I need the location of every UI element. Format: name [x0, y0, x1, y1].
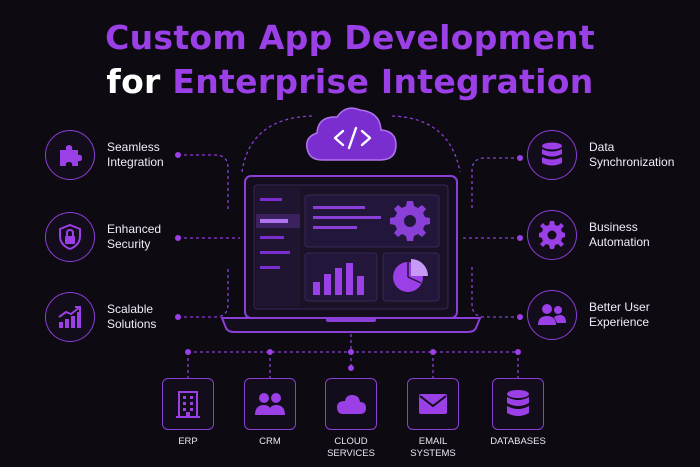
system-label-erp: ERP: [148, 436, 228, 448]
system-label-line1: CRM: [259, 436, 281, 447]
feature-label-line2: Security: [107, 237, 151, 251]
system-label-line1: DATABASES: [490, 436, 546, 447]
envelope-icon: [419, 394, 447, 414]
feature-label-line1: Better User: [589, 300, 650, 314]
system-cloud-services: [325, 378, 377, 430]
building-icon: [176, 391, 200, 418]
title-line-2-highlight: Enterprise Integration: [172, 62, 594, 101]
system-label-crm: CRM: [230, 436, 310, 448]
feature-label-line2: Solutions: [107, 317, 157, 331]
database-icon: [507, 390, 529, 416]
system-label-line2: SERVICES: [327, 448, 375, 459]
gear-icon: [390, 201, 430, 241]
code-cloud-icon: [305, 107, 397, 161]
connector-seamless: [178, 154, 229, 210]
users-icon: [255, 393, 285, 415]
feature-label-line1: Business: [589, 220, 638, 234]
growth-chart-icon: [45, 292, 95, 342]
connector-scalable: [178, 266, 229, 318]
title-line-2-prefix: for: [106, 62, 173, 101]
connector-cloud-arc-right: [391, 115, 461, 173]
feature-label-line2: Automation: [589, 235, 650, 249]
feature-label-line1: Enhanced: [107, 222, 162, 236]
system-label-line1: ERP: [178, 436, 198, 447]
puzzle-icon: [45, 130, 95, 180]
cloud-icon: [337, 395, 366, 414]
system-databases: [492, 378, 544, 430]
feature-label-line2: Synchronization: [589, 155, 675, 169]
connector-cloud-arc: [241, 115, 313, 173]
system-label-line1: CLOUD: [334, 436, 368, 447]
connector-data-sync: [471, 157, 520, 210]
laptop-dashboard: [220, 175, 482, 333]
system-crm: [244, 378, 296, 430]
pie-chart-icon: [393, 259, 428, 292]
gear-icon: [527, 210, 577, 260]
feature-label-line1: Data: [589, 140, 615, 154]
system-erp: [162, 378, 214, 430]
title-line-2: for Enterprise Integration: [0, 62, 700, 101]
feature-label-line1: Scalable: [107, 302, 154, 316]
users-icon: [527, 290, 577, 340]
system-label-line1: EMAIL: [418, 436, 448, 447]
feature-label-line2: Integration: [107, 155, 164, 169]
system-email-systems: [407, 378, 459, 430]
feature-label-line2: Experience: [589, 315, 650, 329]
database-icon: [527, 130, 577, 180]
system-label-line2: SYSTEMS: [410, 448, 456, 459]
system-label-databases: DATABASES: [478, 436, 558, 448]
shield-lock-icon: [45, 212, 95, 262]
connector-user-exp: [471, 266, 520, 318]
feature-label-line1: Seamless: [107, 140, 160, 154]
title-line-1: Custom App Development: [105, 18, 595, 57]
